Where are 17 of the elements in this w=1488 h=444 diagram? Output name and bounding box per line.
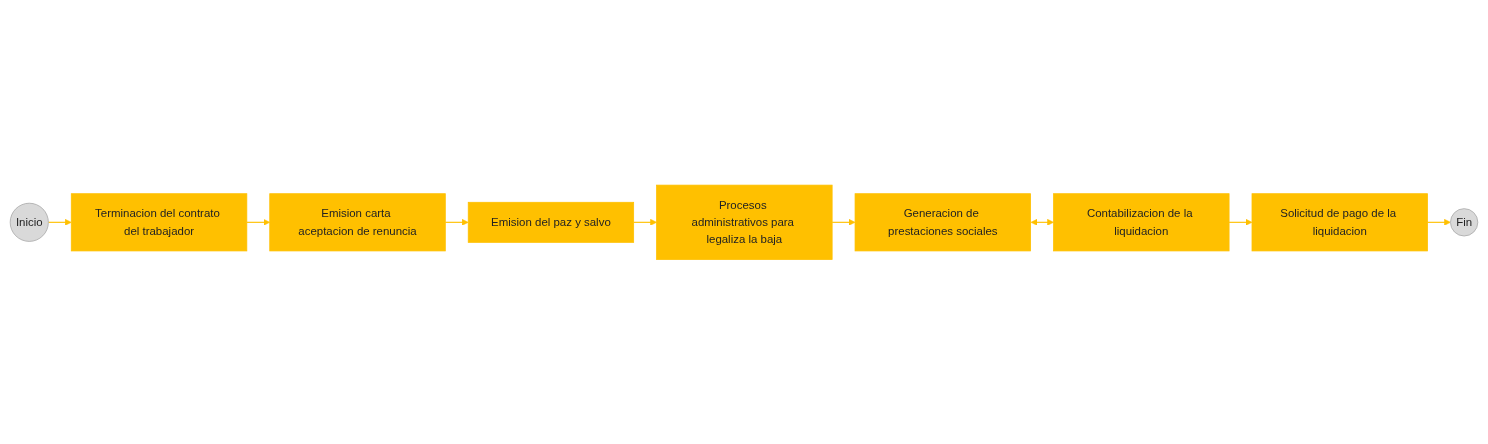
node-box: Emision carta aceptacion de renuncia: [269, 193, 446, 251]
arrow: [444, 218, 469, 226]
arrow: [633, 218, 657, 226]
node-box: Procesos administrativos para legaliza la baja: [656, 184, 833, 260]
arrow: [246, 218, 271, 226]
node-circle: Inicio: [9, 202, 49, 242]
node-box: Contabilizacion de la liquidacion: [1053, 193, 1230, 251]
arrow: [831, 218, 856, 226]
node-box: Solicitud de pago de la liquidacion: [1251, 193, 1428, 251]
node-circle: Fin: [1450, 207, 1479, 237]
node-box: Terminacion del contrato del trabajador: [70, 193, 248, 251]
arrow: [1427, 218, 1451, 226]
node-box: Generacion de prestaciones sociales: [854, 193, 1031, 251]
arrow: [1228, 218, 1253, 226]
arrow: [47, 218, 72, 226]
arrow: [1030, 218, 1054, 226]
node-box: Emision del paz y salvo: [467, 201, 635, 243]
